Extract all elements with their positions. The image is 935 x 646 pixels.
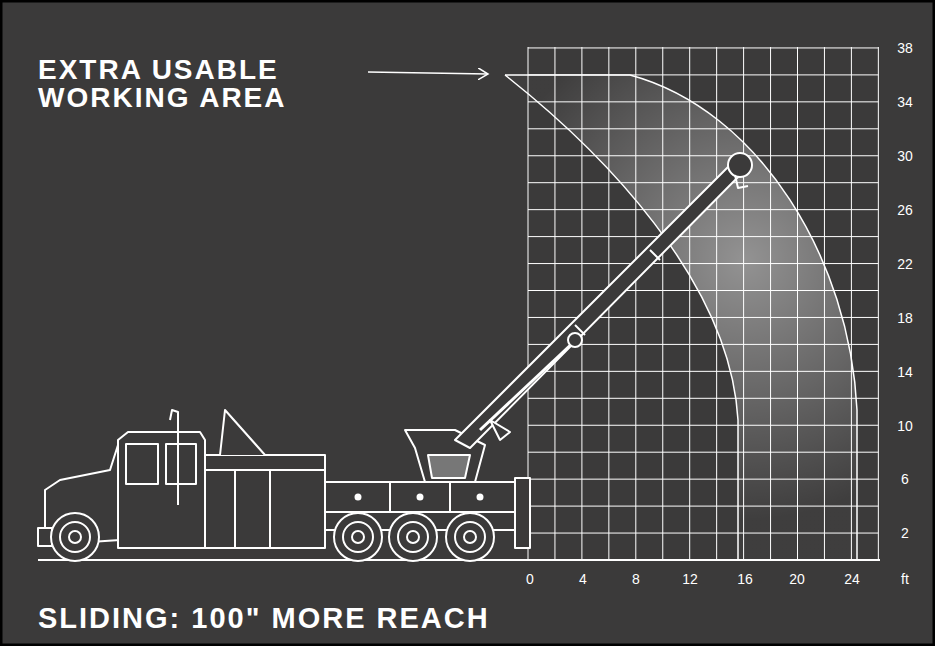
wheel bbox=[51, 513, 99, 561]
wheel bbox=[352, 531, 364, 543]
grid-line bbox=[554, 47, 555, 560]
axis-tick-label: 30 bbox=[885, 149, 925, 163]
wheel bbox=[343, 522, 373, 552]
axis-tick-label: 4 bbox=[563, 572, 603, 586]
axis-tick-label: 14 bbox=[885, 365, 925, 379]
caption: SLIDING: 100" MORE REACH bbox=[38, 604, 490, 632]
grid-line bbox=[878, 47, 879, 560]
grid-line bbox=[528, 47, 878, 48]
axis-tick-label: 0 bbox=[510, 572, 550, 586]
axis-tick-label: 24 bbox=[832, 572, 872, 586]
axis-tick-label: 20 bbox=[777, 572, 817, 586]
wheel bbox=[334, 513, 382, 561]
wheel bbox=[398, 522, 428, 552]
callout-label: EXTRA USABLE WORKING AREA bbox=[38, 56, 338, 112]
wheel bbox=[455, 522, 485, 552]
axis-tick-label: 26 bbox=[885, 203, 925, 217]
axis-tick-label: 10 bbox=[885, 419, 925, 433]
axis-tick-label: 34 bbox=[885, 95, 925, 109]
axis-tick-label: 12 bbox=[670, 572, 710, 586]
axis-tick-label: 8 bbox=[616, 572, 656, 586]
reach-arcs bbox=[505, 75, 857, 560]
wheel bbox=[69, 531, 81, 543]
wheel bbox=[60, 522, 90, 552]
wheel bbox=[464, 531, 476, 543]
axis-tick-label: ft bbox=[885, 572, 925, 586]
axis-tick-label: 16 bbox=[725, 572, 765, 586]
wheel bbox=[407, 531, 419, 543]
working-area bbox=[505, 75, 857, 560]
axis-tick-label: 18 bbox=[885, 311, 925, 325]
wheel bbox=[389, 513, 437, 561]
axis-tick-label: 6 bbox=[885, 472, 925, 486]
leader-arrow bbox=[368, 72, 488, 74]
tow-truck bbox=[38, 153, 752, 561]
axis-tick-label: 22 bbox=[885, 257, 925, 271]
axis-tick-label: 38 bbox=[885, 41, 925, 55]
axis-tick-label: 2 bbox=[885, 526, 925, 540]
wheel bbox=[446, 513, 494, 561]
